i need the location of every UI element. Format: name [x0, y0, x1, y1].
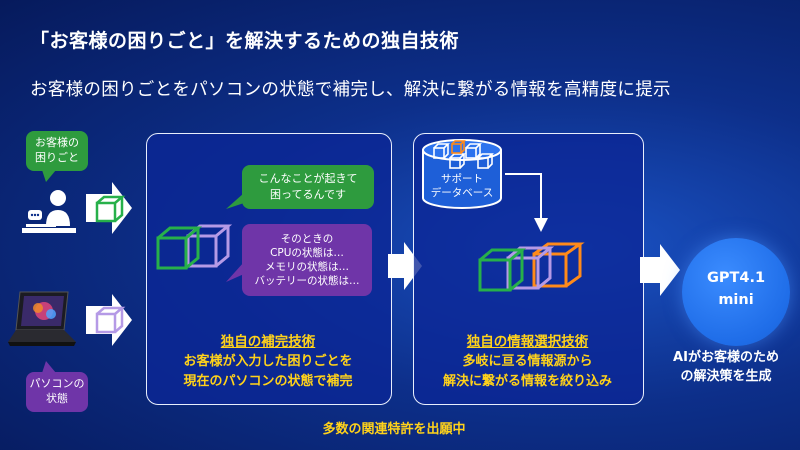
pc-state-speech-bubble: そのときの CPUの状態は… メモリの状態は… バッテリーの状態は…	[242, 224, 372, 296]
completion-tech-desc: お客様が入力した困りごとを 現在のパソコンの状態で補完	[183, 354, 353, 389]
page-title: 「お客様の困りごと」を解決するための独自技術	[30, 30, 460, 52]
patent-note: 多数の関連特許を出願中	[322, 422, 466, 437]
bubble-tail	[226, 193, 244, 209]
completion-tech-label: 独自の補完技術	[220, 334, 316, 350]
flow-arrow	[388, 242, 422, 290]
green-cube-icon	[95, 195, 126, 223]
customer-speech-bubble: こんなことが起きて 困ってるんです	[242, 165, 374, 209]
customer-concern-bubble: お客様の 困りごと	[26, 131, 88, 171]
output-desc: AIがお客様のため の解決策を生成	[673, 350, 779, 384]
selection-flow-arrow	[505, 173, 548, 232]
bubble-tail	[226, 262, 244, 282]
purple-cube-icon	[95, 306, 126, 334]
pc-state-bubble: パソコンの 状態	[26, 372, 88, 412]
bubble-tail	[42, 361, 56, 373]
page-subtitle: お客様の困りごとをパソコンの状態で補完し、解決に繋がる情報を高精度に提示	[30, 80, 671, 100]
info-selection-desc: 多岐に亘る情報源から 解決に繋がる情報を絞り込み	[442, 354, 612, 389]
support-database-icon	[422, 139, 502, 209]
customer-at-desk-icon	[22, 190, 76, 233]
laptop-icon	[8, 291, 76, 346]
selected-cubes-icon	[478, 242, 585, 292]
info-selection-label: 独自の情報選択技術	[466, 334, 589, 350]
flow-arrow	[640, 244, 680, 296]
gpt-model-circle: GPT4.1 mini	[682, 238, 790, 346]
bubble-tail	[42, 170, 56, 182]
support-database-label: サポート データベース	[430, 173, 494, 199]
combined-cubes-icon	[156, 224, 233, 270]
